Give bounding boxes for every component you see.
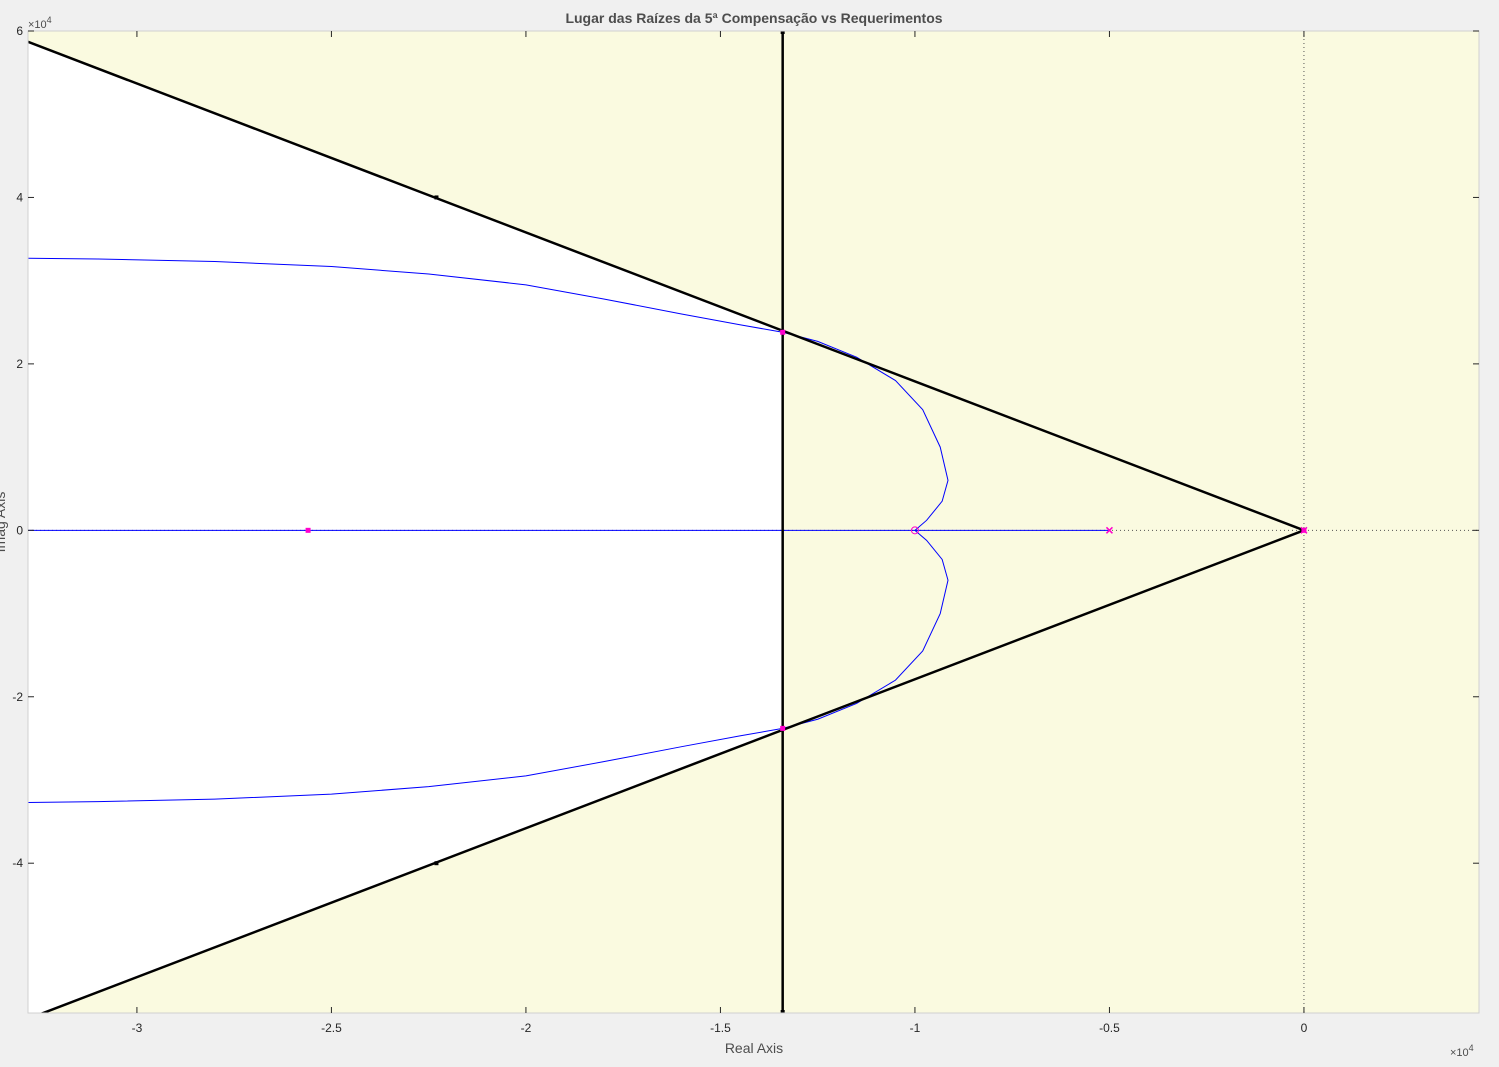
pole-marker-stroke-b bbox=[1105, 526, 1113, 534]
plot-area[interactable] bbox=[27, 30, 1480, 1019]
labels-layer: Lugar das Raízes da 5ª Compensação vs Re… bbox=[0, 10, 1474, 1059]
x-exponent-label: ×104 bbox=[1450, 1043, 1474, 1059]
y-axis-label: Imag Axis bbox=[0, 492, 8, 553]
x-tick-label: -0.5 bbox=[1099, 1021, 1120, 1035]
pole-marker-1 bbox=[1105, 526, 1113, 534]
closed-loop-point-3 bbox=[780, 725, 786, 731]
x-tick-label: -1 bbox=[910, 1021, 921, 1035]
damping-line-lower bbox=[39, 529, 1305, 1013]
y-exponent-base: ×10 bbox=[28, 19, 47, 31]
y-tick-label: -2 bbox=[12, 690, 23, 704]
plot-content bbox=[28, 31, 1479, 1013]
damping-line-upper bbox=[28, 40, 1305, 532]
x-exponent-base: ×10 bbox=[1450, 1047, 1469, 1059]
x-tick-label: -3 bbox=[132, 1021, 143, 1035]
y-tick-label: -4 bbox=[12, 856, 23, 870]
y-exponent-label: ×104 bbox=[28, 15, 52, 31]
y-tick-label: 4 bbox=[16, 190, 23, 204]
y-tick-label: 2 bbox=[16, 357, 23, 371]
closed-loop-point-1 bbox=[305, 527, 311, 533]
closed-loop-point-4 bbox=[1301, 527, 1307, 533]
settling-line-bottom-marker bbox=[780, 1010, 785, 1013]
zero-marker-1 bbox=[910, 526, 919, 535]
x-tick-label: -1.5 bbox=[710, 1021, 731, 1035]
allowed-region bbox=[28, 41, 783, 1013]
settling-line-top-marker bbox=[780, 31, 785, 34]
y-tick-label: 6 bbox=[16, 24, 23, 38]
y-tick-label: 0 bbox=[16, 523, 23, 537]
requirement-marker-2 bbox=[434, 861, 439, 866]
x-axis-label: Real Axis bbox=[725, 1040, 783, 1056]
y-exponent-power: 4 bbox=[47, 15, 52, 25]
x-tick-label: -2 bbox=[521, 1021, 532, 1035]
requirement-marker-1 bbox=[434, 195, 439, 200]
x-tick-label: 0 bbox=[1301, 1021, 1308, 1035]
axes-box bbox=[27, 30, 1480, 1014]
x-tick-label: -2.5 bbox=[321, 1021, 342, 1035]
chart-title: Lugar das Raízes da 5ª Compensação vs Re… bbox=[565, 10, 942, 26]
closed-loop-point-2 bbox=[780, 329, 786, 335]
x-exponent-power: 4 bbox=[1469, 1043, 1474, 1053]
